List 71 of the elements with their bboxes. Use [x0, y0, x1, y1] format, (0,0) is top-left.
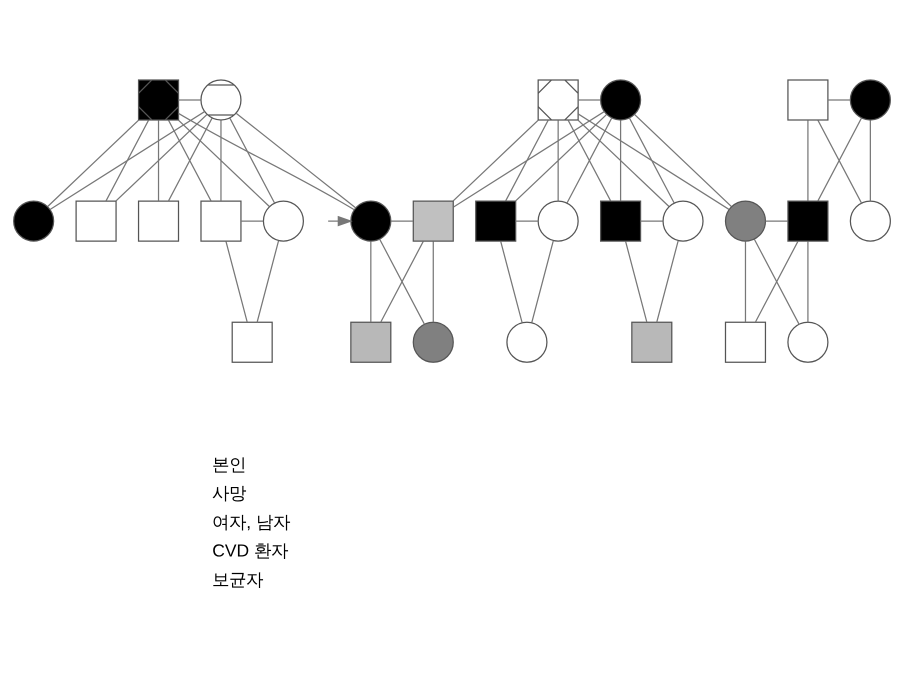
- connector: [807, 240, 809, 322]
- connector: [178, 112, 354, 210]
- legend-label: 여자, 남자: [212, 511, 290, 532]
- connector: [765, 220, 788, 222]
- connector: [500, 240, 523, 322]
- legend-label: CVD 환자: [212, 540, 288, 560]
- node-circle: [538, 200, 579, 242]
- node-circle: [600, 78, 642, 120]
- connector: [256, 240, 280, 322]
- node-box: [350, 321, 392, 362]
- legend-label: 보균자: [212, 568, 264, 589]
- node-box: [787, 78, 829, 120]
- node-circle: [850, 200, 891, 242]
- connector: [578, 119, 670, 206]
- node-box: [138, 200, 180, 242]
- connector: [515, 114, 607, 201]
- connector: [106, 119, 150, 201]
- node-box: [200, 200, 242, 242]
- node-circle: [412, 321, 454, 362]
- arrow: [328, 215, 353, 226]
- connector: [225, 240, 248, 322]
- legend-label: 본인: [212, 454, 246, 474]
- node-box: [724, 321, 766, 362]
- connector: [620, 120, 622, 200]
- connector: [531, 240, 554, 322]
- connector: [870, 120, 871, 200]
- node-box: [631, 321, 672, 362]
- connector: [432, 240, 434, 322]
- connector: [50, 110, 205, 210]
- connector: [229, 117, 276, 203]
- node-circle: [850, 78, 891, 120]
- connector: [158, 120, 160, 200]
- legend-label: 사망: [212, 482, 246, 503]
- node-circle: [13, 200, 54, 242]
- connector: [558, 120, 559, 200]
- connector: [47, 119, 139, 206]
- connector: [240, 220, 264, 222]
- node-box: [787, 200, 829, 242]
- connector: [516, 220, 538, 222]
- connector: [744, 240, 746, 322]
- connector: [656, 240, 679, 322]
- connector: [178, 119, 270, 206]
- connector: [634, 114, 732, 206]
- connector: [625, 240, 648, 322]
- connector: [236, 112, 356, 208]
- node-circle: [787, 321, 829, 362]
- node-circle: [200, 78, 242, 120]
- connector: [505, 119, 549, 201]
- node-circle: [662, 200, 704, 242]
- node-circle: [262, 200, 304, 242]
- node-circle: [506, 321, 548, 362]
- node-circle: [350, 200, 392, 242]
- node-box: [232, 321, 273, 362]
- connector: [453, 110, 605, 208]
- connector: [178, 98, 201, 100]
- connector: [578, 98, 600, 100]
- connector: [807, 120, 809, 200]
- connector: [390, 220, 414, 222]
- connector: [220, 120, 222, 200]
- node-box: [75, 200, 117, 242]
- connector: [370, 240, 372, 322]
- node-box: [600, 200, 642, 242]
- connector: [828, 98, 850, 100]
- connector: [578, 112, 730, 210]
- connector: [640, 220, 663, 222]
- node-box: [475, 200, 516, 242]
- node-box: [412, 200, 454, 242]
- node-circle: [724, 200, 766, 242]
- connector: [452, 119, 539, 201]
- connector: [628, 117, 675, 203]
- connector: [116, 114, 208, 201]
